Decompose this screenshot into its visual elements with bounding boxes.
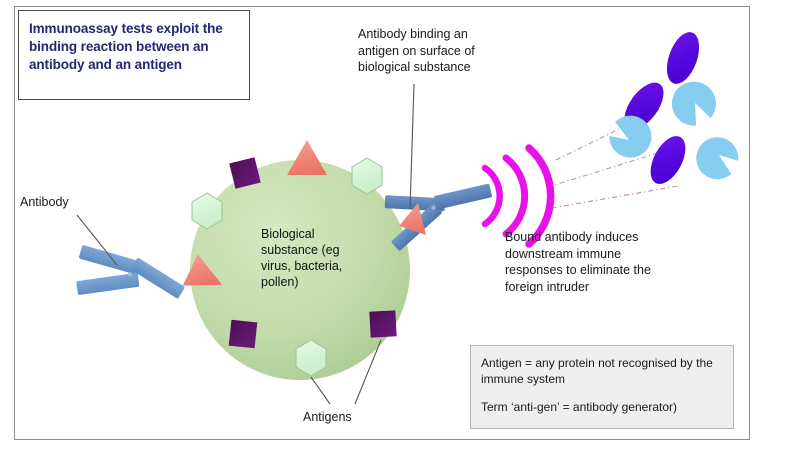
antigen-triangle [287,140,327,175]
antigen-hexagon [191,192,223,230]
label-antibody: Antibody [20,195,69,209]
leader-lines [76,83,415,405]
title-text: Immunoassay tests exploit the binding re… [29,21,223,72]
info-box: Antigen = any protein not recognised by … [470,345,734,429]
immune-cell-ellipse [650,136,686,184]
info-box-line-2: Term ‘anti-gen’ = antibody generator) [481,400,677,414]
free-antibody [76,245,185,299]
antigen-triangle [182,254,223,286]
callout-bound-antibody: Bound antibody induces downstream immune… [505,230,651,294]
immune-cell-crescent [671,81,716,126]
immune-cell-crescent [609,115,652,158]
antigen-hexagon [351,157,383,195]
immune-signal-arcs [481,144,555,248]
label-antigens: Antigens [303,410,352,424]
label-biological-substance: Biological substance (eg virus, bacteria… [261,227,343,289]
immune-cell-crescent [696,137,739,180]
info-box-line-1: Antigen = any protein not recognised by … [481,356,713,386]
title-box: Immunoassay tests exploit the binding re… [18,10,250,100]
bound-antigen-triangle [399,203,426,235]
immune-cell-ellipse [666,32,700,84]
antigen-hexagon [295,339,327,377]
antigen-square [228,319,258,349]
bound-antibody [384,183,492,251]
antigen-square [229,157,261,189]
antigen-square [369,310,397,338]
callout-antibody-binding: Antibody binding an antigen on surface o… [358,27,475,74]
